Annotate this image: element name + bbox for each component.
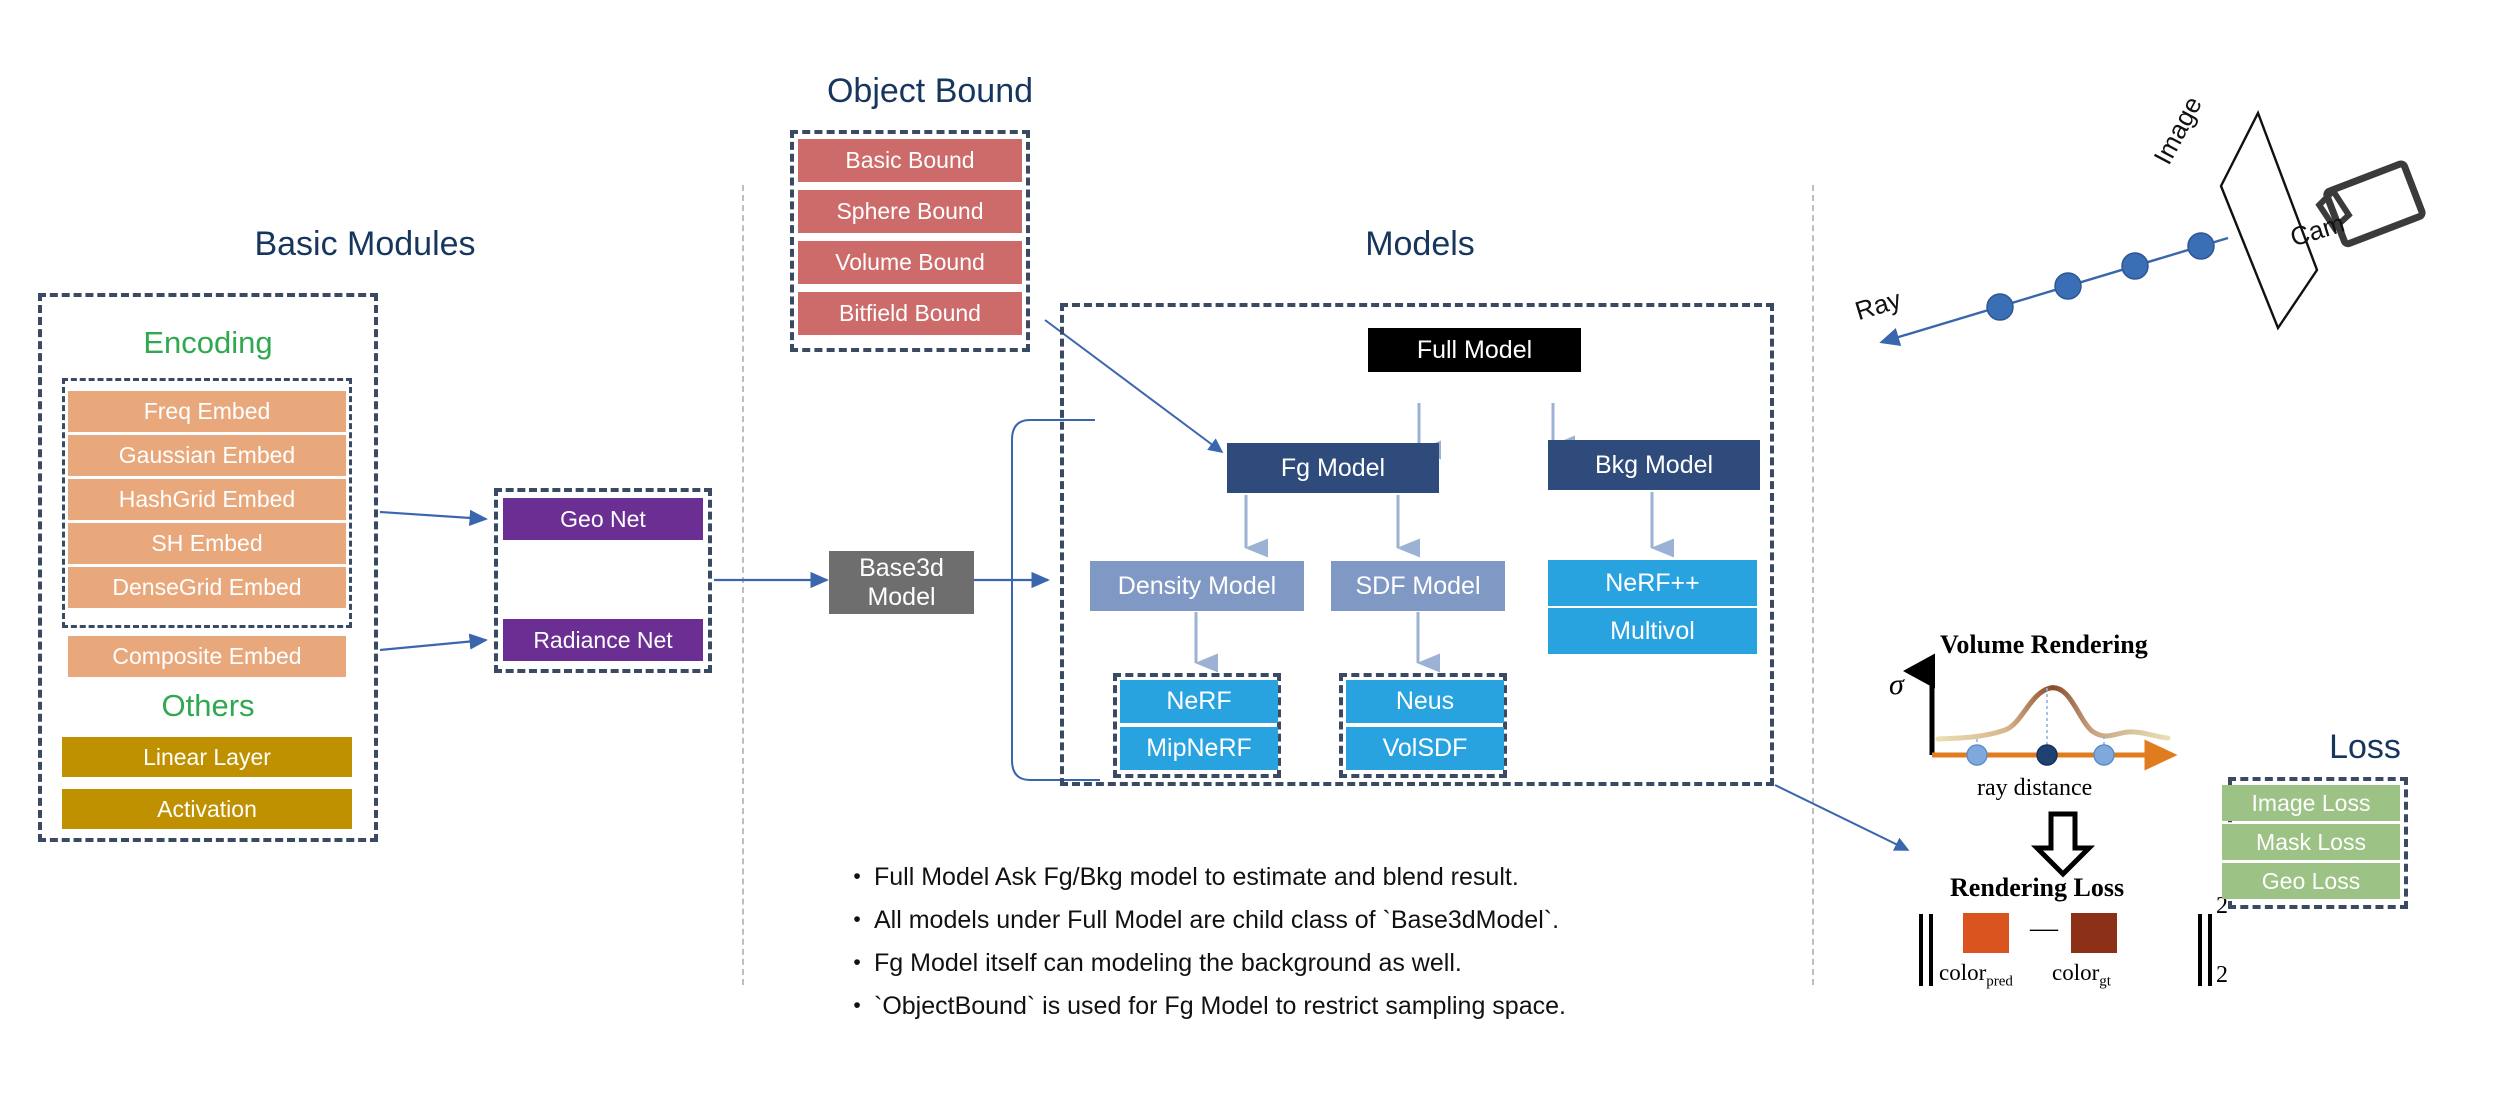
minus-sign: —	[2030, 913, 2058, 944]
list-item: • Full Model Ask Fg/Bkg model to estimat…	[840, 865, 1800, 890]
separator-right	[1812, 185, 1814, 985]
chip-linear-layer[interactable]: Linear Layer	[62, 737, 352, 777]
chip-neus[interactable]: Neus	[1346, 680, 1504, 723]
chip-full-model[interactable]: Full Model	[1368, 328, 1581, 372]
color-gt-label: colorgt	[2052, 960, 2111, 991]
chip-activation[interactable]: Activation	[62, 789, 352, 829]
chip-bitfield-bound[interactable]: Bitfield Bound	[798, 292, 1022, 335]
others-group-title: Others	[161, 688, 255, 723]
basic-modules-panel	[38, 293, 378, 842]
list-item: • `ObjectBound` is used for Fg Model to …	[840, 994, 1800, 1019]
note-text: `ObjectBound` is used for Fg Model to re…	[874, 992, 1566, 1020]
bullet-glyph: •	[853, 865, 861, 888]
camera-icon	[2315, 160, 2426, 248]
ray-line	[1879, 232, 2229, 346]
chip-nerf[interactable]: NeRF	[1120, 680, 1278, 723]
image-plane-icon	[2219, 110, 2319, 331]
chip-volsdf[interactable]: VolSDF	[1346, 727, 1504, 770]
color-gt-sub: gt	[2099, 973, 2111, 990]
volume-rendering-title: Volume Rendering	[1940, 630, 2148, 659]
note-text: Full Model Ask Fg/Bkg model to estimate …	[874, 863, 1519, 891]
color-pred-sub: pred	[1986, 973, 2013, 990]
chip-nerfpp[interactable]: NeRF++	[1548, 560, 1757, 606]
chip-bkg-model[interactable]: Bkg Model	[1548, 440, 1760, 490]
object-bound-panel	[790, 130, 1030, 352]
encoding-inner-panel	[62, 378, 352, 628]
chip-hashgrid-embed[interactable]: HashGrid Embed	[68, 479, 346, 520]
color-pred-base: color	[1939, 960, 1987, 985]
density-children-panel	[1113, 673, 1281, 778]
down-arrow-icon	[2030, 811, 2096, 878]
norm-bars-icon	[1919, 914, 2212, 986]
models-title: Models	[1365, 225, 1475, 263]
separator-left	[742, 185, 744, 985]
base3d-line1: Base3d	[859, 553, 944, 582]
note-text: Fg Model itself can modeling the backgro…	[874, 949, 1462, 977]
chip-multivol[interactable]: Multivol	[1548, 608, 1757, 654]
chip-radiance-net[interactable]: Radiance Net	[503, 619, 703, 661]
camera-ray-scene	[1879, 110, 2426, 346]
color-pred-swatch	[1963, 913, 2009, 953]
basic-modules-title: Basic Modules	[254, 225, 476, 263]
volume-rendering-plot	[1902, 653, 2178, 771]
base3d-line2: Model	[867, 582, 936, 611]
chip-image-loss[interactable]: Image Loss	[2222, 785, 2400, 821]
norm-subscript: 2	[2216, 962, 2228, 988]
models-panel	[1060, 303, 1774, 786]
chip-sh-embed[interactable]: SH Embed	[68, 523, 346, 564]
chip-densegrid-embed[interactable]: DenseGrid Embed	[68, 567, 346, 608]
encoding-group-title: Encoding	[143, 325, 273, 360]
chip-gaussian-embed[interactable]: Gaussian Embed	[68, 435, 346, 476]
chip-geo-net[interactable]: Geo Net	[503, 498, 703, 540]
chip-fg-model[interactable]: Fg Model	[1227, 443, 1439, 493]
notes-list: • Full Model Ask Fg/Bkg model to estimat…	[840, 865, 1800, 1037]
object-bound-title: Object Bound	[826, 72, 1034, 110]
list-item: • Fg Model itself can modeling the backg…	[840, 951, 1800, 976]
chip-mask-loss[interactable]: Mask Loss	[2222, 824, 2400, 860]
color-gt-base: color	[2052, 960, 2100, 985]
chip-freq-embed[interactable]: Freq Embed	[68, 391, 346, 432]
note-text: All models under Full Model are child cl…	[874, 906, 1560, 934]
chip-base3d-model[interactable]: Base3d Model	[829, 551, 974, 614]
bullet-glyph: •	[853, 908, 861, 931]
sigma-axis-label: σ	[1889, 668, 1904, 701]
list-item: • All models under Full Model are child …	[840, 908, 1800, 933]
bullet-glyph: •	[853, 951, 861, 974]
norm-superscript: 2	[2216, 893, 2228, 919]
loss-title: Loss	[2329, 728, 2401, 766]
bullet-glyph: •	[853, 994, 861, 1017]
rendering-loss-title: Rendering Loss	[1950, 873, 2125, 902]
sdf-children-panel	[1339, 673, 1507, 778]
chip-geo-loss[interactable]: Geo Loss	[2222, 863, 2400, 899]
color-gt-swatch	[2071, 913, 2117, 953]
chip-sdf-model[interactable]: SDF Model	[1331, 561, 1505, 611]
chip-sphere-bound[interactable]: Sphere Bound	[798, 190, 1022, 233]
chip-composite-embed[interactable]: Composite Embed	[68, 636, 346, 677]
chip-density-model[interactable]: Density Model	[1090, 561, 1304, 611]
chip-mipnerf[interactable]: MipNeRF	[1120, 727, 1278, 770]
nets-panel	[494, 488, 712, 673]
color-pred-label: colorpred	[1939, 960, 2013, 991]
chip-basic-bound[interactable]: Basic Bound	[798, 139, 1022, 182]
ray-distance-label: ray distance	[1977, 775, 2093, 801]
chip-volume-bound[interactable]: Volume Bound	[798, 241, 1022, 284]
